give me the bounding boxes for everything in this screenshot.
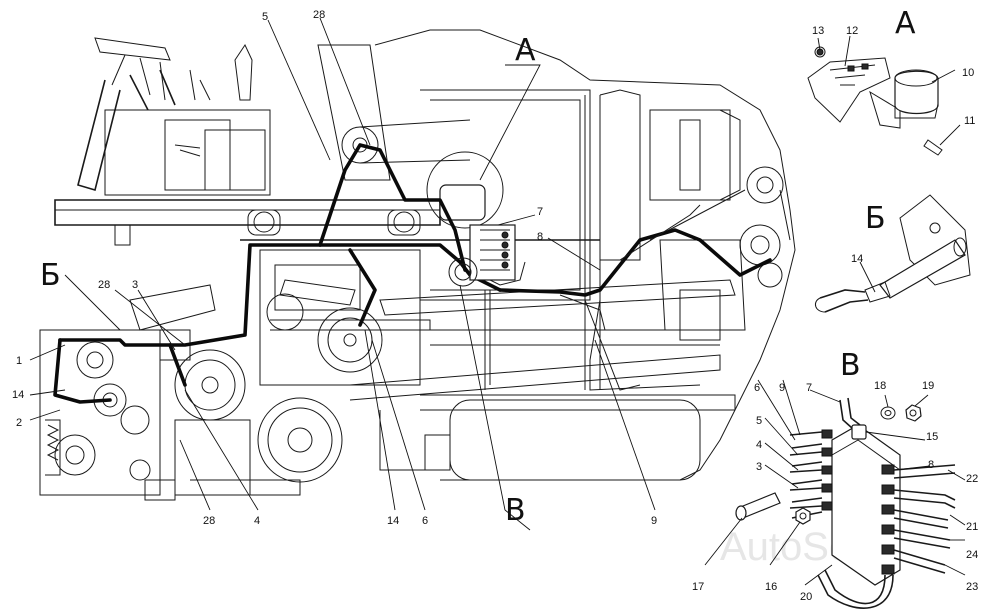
view-letter-v: В — [840, 348, 861, 383]
label-17: 17 — [692, 581, 704, 593]
label-4-detail: 4 — [756, 439, 762, 451]
label-8: 8 — [537, 231, 543, 243]
label-10: 10 — [962, 67, 974, 79]
label-8-detail: 8 — [928, 459, 934, 471]
label-14-mid: 14 — [387, 515, 399, 527]
label-16: 16 — [765, 581, 777, 593]
part-labels: 5 28 7 8 28 3 1 14 2 28 4 14 6 9 13 12 1… — [12, 9, 978, 603]
label-6-detail: 6 — [754, 382, 760, 394]
label-4: 4 — [254, 515, 260, 527]
view-letter-b: Б — [865, 201, 886, 236]
view-marker-b-main: Б — [40, 258, 61, 293]
detail-a — [807, 46, 943, 156]
label-2: 2 — [16, 417, 22, 429]
detail-b — [814, 194, 971, 313]
label-5: 5 — [262, 11, 268, 23]
view-marker-v-main: В — [505, 493, 526, 528]
label-12: 12 — [846, 25, 858, 37]
label-1: 1 — [16, 355, 22, 367]
label-7-detail: 7 — [806, 382, 812, 394]
label-23: 23 — [966, 581, 978, 593]
label-22: 22 — [966, 473, 978, 485]
label-3: 3 — [132, 279, 138, 291]
label-5-detail: 5 — [756, 415, 762, 427]
label-28-bottom: 28 — [203, 515, 215, 527]
leader-lines — [29, 17, 966, 586]
label-21: 21 — [966, 521, 978, 533]
label-9: 9 — [651, 515, 657, 527]
label-11: 11 — [964, 115, 975, 127]
label-28-top: 28 — [313, 9, 325, 21]
detail-v — [735, 397, 956, 609]
label-7: 7 — [537, 206, 543, 218]
label-19: 19 — [922, 380, 934, 392]
label-15: 15 — [926, 431, 938, 443]
label-28-left: 28 — [98, 279, 110, 291]
label-18: 18 — [874, 380, 886, 392]
label-14-detail: 14 — [851, 253, 863, 265]
label-6: 6 — [422, 515, 428, 527]
label-3-detail: 3 — [756, 461, 762, 473]
lubrication-lines — [53, 143, 772, 404]
label-9-detail: 9 — [779, 382, 785, 394]
view-marker-a-main: А — [515, 33, 536, 68]
machine-body — [39, 29, 796, 501]
label-20: 20 — [800, 591, 812, 603]
label-24: 24 — [966, 549, 978, 561]
label-14-left: 14 — [12, 389, 24, 401]
view-letter-a: А — [895, 6, 916, 41]
label-13: 13 — [812, 25, 824, 37]
